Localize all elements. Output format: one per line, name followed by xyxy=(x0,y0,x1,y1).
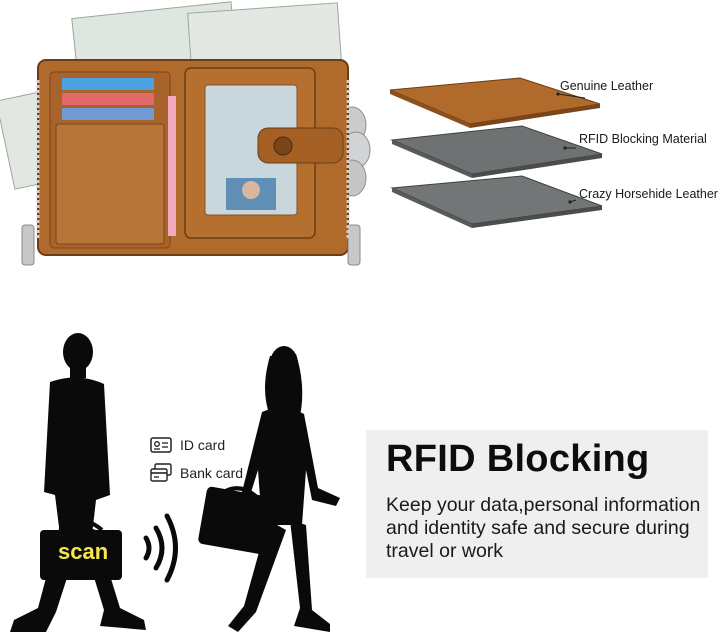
rfid-info-panel: RFID Blocking Keep your data,personal in… xyxy=(366,430,708,578)
woman-bag xyxy=(198,486,280,556)
legend-id-card-label: ID card xyxy=(180,437,226,453)
layers-graphic xyxy=(389,77,603,228)
zipper-pulls xyxy=(21,80,361,266)
rfid-scan-scene: ID card Bank card scan xyxy=(0,320,370,639)
panel-description: Keep your data,personal information and … xyxy=(386,494,701,562)
wallet-photo xyxy=(0,1,371,266)
bank-card-icon xyxy=(150,463,172,482)
id-card-icon xyxy=(150,437,172,453)
panel-title: RFID Blocking xyxy=(386,438,650,480)
crazy-horsehide-layer xyxy=(390,175,603,225)
legend-bank-card-label: Bank card xyxy=(180,465,244,481)
label-crazy-horsehide: Crazy Horsehide Leather xyxy=(579,187,718,201)
rfid-blocking-layer xyxy=(390,125,603,175)
card-slots xyxy=(55,78,165,245)
label-rfid-blocking: RFID Blocking Material xyxy=(579,132,707,146)
snap-strap xyxy=(257,127,344,164)
legend-bank-card: Bank card xyxy=(150,463,243,483)
signal-waves-icon xyxy=(143,513,178,583)
man-silhouette xyxy=(10,333,146,632)
scan-label: scan xyxy=(58,539,109,564)
legend-id-card: ID card xyxy=(150,437,225,453)
material-layers-diagram: Genuine Leather RFID Blocking Material C… xyxy=(380,60,720,235)
man-bag xyxy=(40,530,122,580)
label-genuine-leather: Genuine Leather xyxy=(560,79,654,93)
